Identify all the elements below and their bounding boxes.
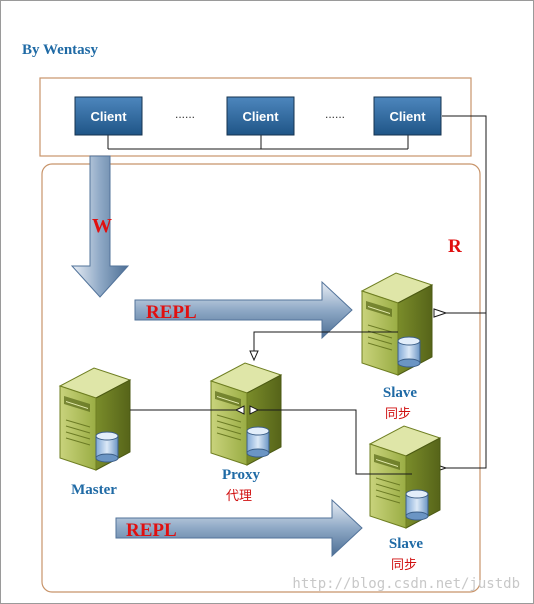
slave-top-sublabel: 同步 [385, 407, 411, 422]
watermark: http://blog.csdn.net/justdb [292, 576, 520, 592]
client-3-label: Client [389, 109, 426, 124]
cluster-container [41, 163, 481, 593]
arrowhead-proxy-down [249, 350, 259, 362]
proxy-label: Proxy [222, 467, 261, 483]
proxy-server-icon [210, 362, 282, 466]
client-1-label: Client [90, 109, 127, 124]
repl-label-top: REPL [146, 302, 197, 323]
arrowhead-proxy-right [249, 405, 260, 415]
slave-bottom-server-icon [369, 425, 441, 529]
slave-top-label: Slave [383, 385, 418, 401]
slave-bottom-label: Slave [389, 536, 424, 552]
repl-arrow-bottom [115, 498, 363, 558]
arrowhead-proxy-left [234, 405, 245, 415]
ellipsis-1: ...... [175, 107, 195, 121]
client-2: Client [226, 96, 295, 136]
arrowhead-slave-top [433, 308, 448, 318]
slave-bottom-sublabel: 同步 [391, 558, 417, 573]
master-label: Master [71, 482, 117, 498]
write-label: W [92, 215, 112, 237]
read-label: R [448, 236, 462, 257]
write-arrow [70, 155, 130, 298]
repl-arrow-top [134, 280, 353, 340]
client-bus [107, 115, 487, 469]
master-server-icon [59, 367, 131, 471]
slave-top-server-icon [361, 272, 433, 376]
ellipsis-2: ...... [325, 107, 345, 121]
client-1: Client [74, 96, 143, 136]
repl-label-bottom: REPL [126, 520, 177, 541]
author-label: By Wentasy [22, 42, 98, 58]
proxy-links [130, 331, 412, 475]
proxy-sublabel: 代理 [226, 489, 252, 504]
client-2-label: Client [242, 109, 279, 124]
client-3: Client [373, 96, 442, 136]
